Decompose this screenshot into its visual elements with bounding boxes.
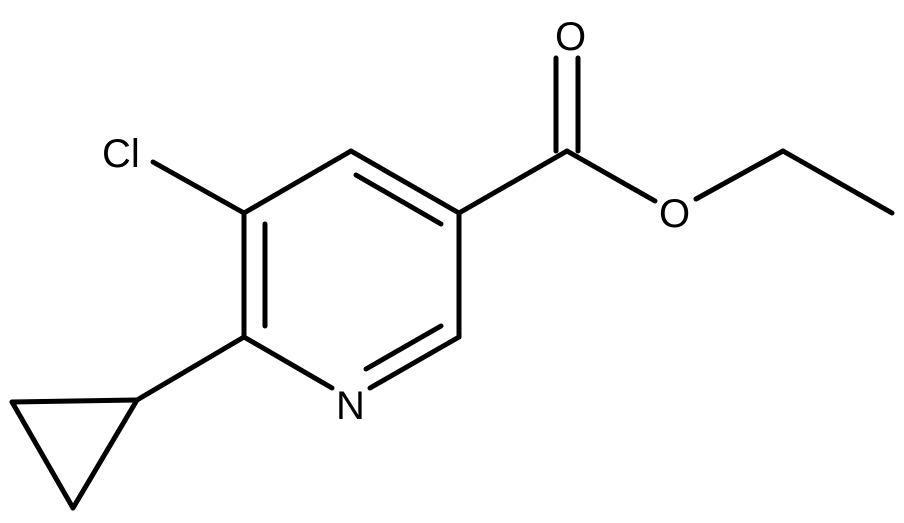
bond-c4-c3-inner xyxy=(353,172,444,227)
bond-c5-c4 xyxy=(241,148,354,216)
cyclopropyl-group xyxy=(9,334,247,511)
bond-c3-carbonyl xyxy=(456,148,570,216)
bond-c6-cyclopropyl xyxy=(134,334,247,403)
nitrogen-label: N xyxy=(336,384,365,428)
bond-cyclopropyl-1 xyxy=(9,397,140,405)
ethyl-ester-group: O O xyxy=(456,15,895,236)
chloro-substituent: Cl xyxy=(102,132,247,216)
bond-c4-c3 xyxy=(348,148,462,216)
ester-oxygen-label: O xyxy=(659,192,690,236)
bond-c2-n-inner xyxy=(363,323,444,372)
carbonyl-oxygen-label: O xyxy=(555,15,586,59)
bond-ester-o-ch2 xyxy=(693,148,786,202)
bond-n-c6 xyxy=(241,334,335,391)
pyridine-ring xyxy=(241,148,462,391)
bond-carbonyl-ester-o xyxy=(564,148,658,204)
chlorine-label: Cl xyxy=(102,132,140,176)
bond-cyclopropyl-2 xyxy=(9,399,76,511)
bond-cyclopropyl-3 xyxy=(70,397,140,511)
bond-ch2-ch3 xyxy=(780,148,895,216)
bond-c2-n xyxy=(367,334,462,391)
bond-c5-cl xyxy=(150,159,247,216)
